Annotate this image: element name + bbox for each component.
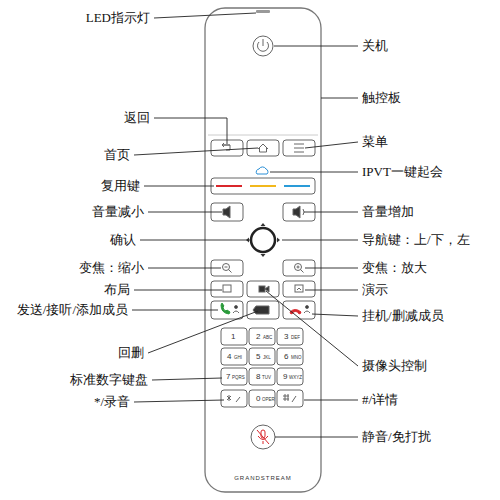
key-button <box>221 368 247 385</box>
key-letters: DEF <box>291 336 300 341</box>
key-digit: 8 <box>256 373 260 382</box>
callout-label: 挂机/删减成员 <box>362 309 444 323</box>
callout-label: 变焦：放大 <box>362 261 427 275</box>
key-digit: 6 <box>284 353 288 362</box>
callout-label: */录音 <box>94 395 130 409</box>
key-digit: 4 <box>227 353 231 362</box>
callout-label: 触控板 <box>362 91 401 105</box>
callout-label: 导航键：上/下，左 <box>362 233 470 247</box>
callout-label: IPVT一键起会 <box>362 165 443 179</box>
key-button <box>249 348 275 365</box>
key-letters: GHI <box>234 356 242 361</box>
callout-label: 标准数字键盘 <box>70 373 148 387</box>
key-button <box>249 390 275 407</box>
callout-label: 音量减小 <box>92 205 144 219</box>
key-digit: 2 <box>256 333 260 342</box>
key-letters: OPER <box>262 398 275 403</box>
callout-label: 关机 <box>362 39 388 53</box>
key-letters: ABC <box>263 336 272 341</box>
callout-label: 布局 <box>104 283 130 297</box>
key-digit: 7 <box>226 373 230 382</box>
key-letters: PQRS <box>232 376 245 381</box>
key-button <box>221 348 247 365</box>
key-button <box>277 368 303 385</box>
key-digit: 0 <box>256 395 260 404</box>
key-letters: WXYZ <box>289 376 302 381</box>
key-button <box>249 328 275 345</box>
key-button <box>221 328 247 345</box>
key-button <box>277 328 303 345</box>
callout-label: 确认 <box>110 233 136 247</box>
star-glyph <box>227 395 240 402</box>
key-letters: JKL <box>263 356 271 361</box>
callout-label: 回删 <box>118 346 144 360</box>
callout-label: 摄像头控制 <box>362 359 427 373</box>
key-button <box>277 348 303 365</box>
brand-label: GRANDSTREAM <box>234 475 292 482</box>
callout-label: 首页 <box>104 148 130 162</box>
key-button <box>249 368 275 385</box>
key-digit: 1 <box>231 333 235 342</box>
callout-label: #/详情 <box>362 393 398 407</box>
key-letters: MNO <box>291 356 302 361</box>
key-digit: 9 <box>283 373 287 382</box>
callout-label: 发送/接听/添加成员 <box>17 303 128 317</box>
key-button <box>221 390 247 407</box>
callout-label: 菜单 <box>362 135 388 149</box>
callout-label: 演示 <box>362 283 388 297</box>
callout-label: 复用键 <box>101 179 140 193</box>
hash-glyph <box>283 394 296 402</box>
key-digit: 3 <box>284 333 288 342</box>
callout-label: 音量增加 <box>362 205 414 219</box>
key-letters: TUV <box>262 376 271 381</box>
callout-label: 变焦：缩小 <box>79 261 144 275</box>
callout-label: 静音/免打扰 <box>362 430 431 444</box>
key-digit: 5 <box>256 353 260 362</box>
key-button <box>277 390 303 407</box>
callout-label: LED指示灯 <box>86 11 150 25</box>
callout-label: 返回 <box>124 111 150 125</box>
